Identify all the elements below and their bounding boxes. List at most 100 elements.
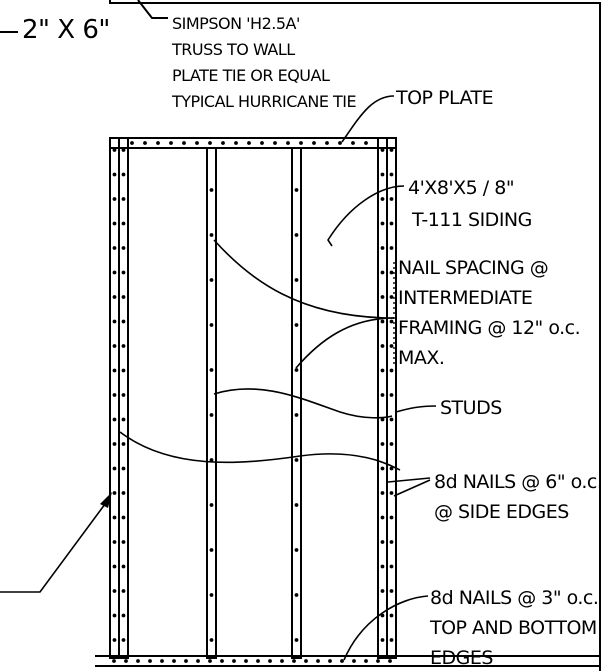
nail-dot <box>121 417 126 422</box>
top-plate <box>109 137 397 149</box>
nail-dot <box>389 172 394 177</box>
nail-dot <box>121 491 126 495</box>
nail-dot <box>112 589 117 593</box>
nail-dot <box>294 458 299 462</box>
nail-dot <box>380 368 385 373</box>
nail-dot <box>121 638 126 642</box>
tie-note-line: TYPICAL HURRICANE TIE <box>171 92 357 111</box>
nail-dot <box>121 393 126 397</box>
nail-dot <box>112 564 117 569</box>
nail-dot <box>286 141 290 145</box>
nail-dot <box>389 270 394 275</box>
nail-dot <box>112 442 117 446</box>
nail-dot <box>112 613 117 618</box>
nail-dot <box>389 638 394 642</box>
nail-dot <box>121 466 126 471</box>
nail-dot <box>112 221 117 226</box>
nail-dot <box>364 141 368 145</box>
nail-dot <box>209 548 214 552</box>
nail-dot <box>148 659 152 663</box>
nail-dot <box>380 148 385 152</box>
nail-dot <box>273 141 277 145</box>
nail-dot <box>247 141 251 145</box>
nail-dot <box>121 515 126 520</box>
nail-dot <box>389 442 394 446</box>
nail-dot <box>143 141 147 145</box>
siding-note-line: T-111 SIDING <box>411 209 532 231</box>
nail-dot <box>209 638 214 642</box>
nail-dot <box>121 295 126 299</box>
nail-dot <box>380 564 385 569</box>
siding-note-line: 4'X8'X5 / 8" <box>408 177 514 199</box>
nail-dot <box>112 638 117 642</box>
edge-nails-line: TOP AND BOTTOM <box>429 617 597 639</box>
nail-dot <box>112 466 117 471</box>
nail-dot <box>220 659 224 663</box>
nail-dot <box>389 393 394 397</box>
nail-dot <box>169 141 173 145</box>
nail-dot <box>316 659 320 663</box>
nail-dot <box>294 593 299 597</box>
siding-note: 4'X8'X5 / 8" T-111 SIDING <box>408 177 532 231</box>
nail-dot <box>260 141 264 145</box>
nail-dot <box>209 413 214 417</box>
nail-dot <box>380 197 385 201</box>
side-nails-leader-a <box>387 477 431 483</box>
studs-leader-to-stud <box>213 388 393 419</box>
nail-dot <box>294 368 299 372</box>
nail-dot <box>195 141 199 145</box>
nail-dot <box>389 466 394 471</box>
nail-dot <box>112 197 117 201</box>
drawing-frame-border <box>109 0 601 671</box>
nail-dot <box>121 368 126 373</box>
nail-spacing-note: NAIL SPACING @ INTERMEDIATE FRAMING @ 12… <box>398 257 581 369</box>
nail-dot <box>208 141 212 145</box>
nail-dot <box>312 141 316 145</box>
nail-dot <box>380 442 385 446</box>
nail-dot <box>121 148 126 152</box>
nail-dot <box>364 659 368 663</box>
nail-dot <box>294 233 299 237</box>
right-outer-stud <box>386 137 397 659</box>
side-nails-line: 8d NAILS @ 6" o.c. <box>434 471 602 493</box>
nail-dot <box>121 270 126 275</box>
nail-dot <box>112 172 117 177</box>
nail-dot <box>121 540 126 544</box>
side-nails-leader-b <box>393 479 431 497</box>
nail-dot <box>389 246 394 250</box>
nail-dot <box>121 197 126 201</box>
nail-dot <box>380 319 385 324</box>
nail-dot <box>389 417 394 422</box>
nail-dot <box>294 278 299 282</box>
nail-dot <box>380 270 385 275</box>
top-plate-label: TOP PLATE <box>395 87 493 109</box>
hurricane-tie-note: SIMPSON 'H2.5A' TRUSS TO WALL PLATE TIE … <box>171 14 357 111</box>
nail-dot <box>294 503 299 507</box>
tie-leader <box>137 0 168 19</box>
nail-dot <box>121 221 126 226</box>
tie-note-line: TRUSS TO WALL <box>171 40 295 59</box>
nail-dot <box>121 319 126 324</box>
edge-nails-note: 8d NAILS @ 3" o.c. TOP AND BOTTOM EDGES <box>429 587 599 669</box>
nail-dot <box>389 344 394 348</box>
nail-dot <box>380 613 385 618</box>
nail-dot <box>380 393 385 397</box>
nail-dot <box>268 659 272 663</box>
nail-dot <box>156 141 160 145</box>
nail-dot <box>160 659 164 663</box>
nail-spacing-leader-upper <box>213 239 395 319</box>
nail-dot <box>380 172 385 177</box>
nail-dot <box>389 515 394 520</box>
nail-dot <box>112 295 117 299</box>
nail-dot <box>121 442 126 446</box>
nail-dot <box>209 323 214 327</box>
siding-leader <box>327 185 405 247</box>
intermediate-stud <box>206 147 217 659</box>
nail-dot <box>380 295 385 299</box>
nail-dot <box>380 246 385 250</box>
nail-dot <box>136 659 140 663</box>
nail-dot <box>299 141 303 145</box>
nail-dot <box>328 659 332 663</box>
nail-dot <box>124 659 128 663</box>
nail-dot <box>294 638 299 642</box>
